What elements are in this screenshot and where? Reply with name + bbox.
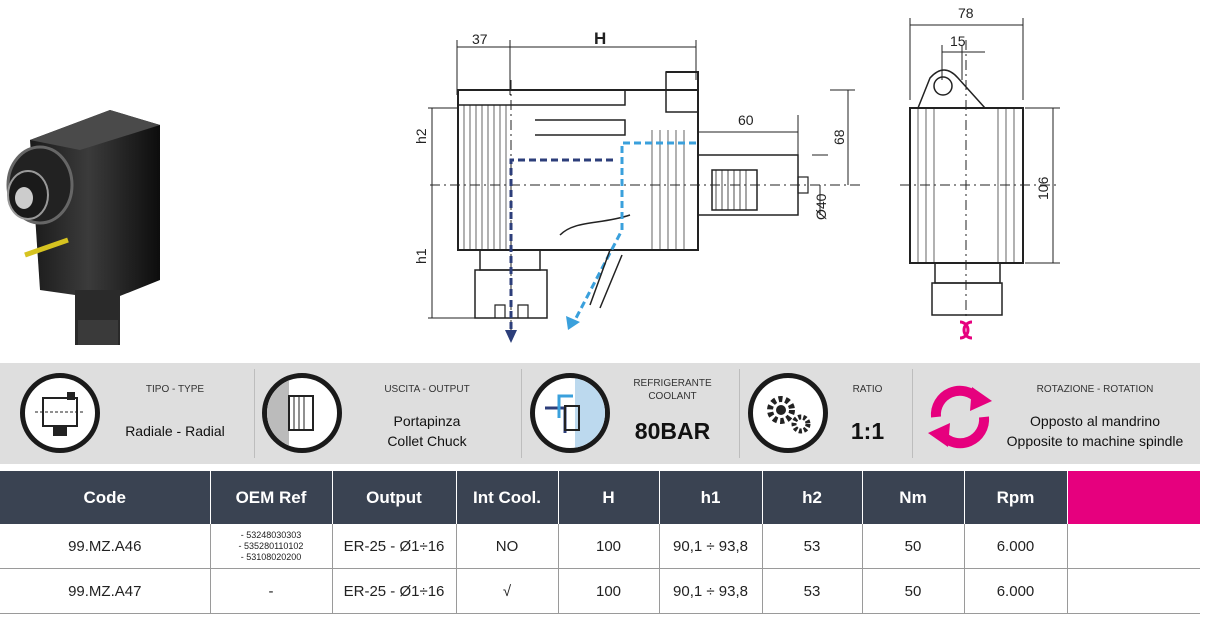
cell-rpm: 6.000 <box>964 568 1068 614</box>
cell-h2: 53 <box>762 524 863 569</box>
table-row: 99.MZ.A47 - ER-25 - Ø1÷16 √ 100 90,1 ÷ 9… <box>0 568 1200 614</box>
ratio-value: 1:1 <box>850 418 885 444</box>
cell-int-cool: NO <box>456 524 559 569</box>
spec-table: Code OEM Ref Output Int Cool. H h1 h2 Nm… <box>0 471 1200 614</box>
coolant-value: 80BAR <box>634 418 711 444</box>
cell-H: 100 <box>558 568 660 614</box>
cell-nm: 50 <box>862 524 965 569</box>
dim-68: 68 <box>831 129 847 145</box>
cell-code: 99.MZ.A47 <box>0 568 211 614</box>
oem-ref-line: - 53248030303 <box>240 529 302 540</box>
cell-h1: 90,1 ÷ 93,8 <box>659 524 763 569</box>
output-value-en: Collet Chuck <box>387 433 467 449</box>
output-value-it: Portapinza <box>393 413 461 429</box>
dim-106: 106 <box>1035 176 1051 200</box>
col-header-code: Code <box>0 471 211 524</box>
dim-h2: h2 <box>413 128 429 144</box>
col-header-h1: h1 <box>659 471 763 524</box>
side-view-drawing: 37 H 60 h2 h1 68 Ø40 <box>413 29 860 343</box>
front-view-drawing: 78 15 106 <box>900 5 1060 340</box>
col-header-int-cool: Int Cool. <box>456 471 559 524</box>
col-header-rpm: Rpm <box>964 471 1068 524</box>
dim-78: 78 <box>958 5 974 21</box>
type-heading: TIPO - TYPE <box>145 384 205 395</box>
dim-37: 37 <box>472 31 488 47</box>
cell-rpm: 6.000 <box>964 524 1068 569</box>
info-band: TIPO - TYPE Radiale - Radial USCITA - OU… <box>0 363 1200 464</box>
gears-icon <box>748 373 828 453</box>
cell-output: ER-25 - Ø1÷16 <box>332 568 457 614</box>
cell-int-cool-check: √ <box>456 568 559 614</box>
coolant-icon <box>530 373 610 453</box>
dim-H: H <box>594 29 606 48</box>
output-heading: USCITA - OUTPUT <box>384 384 470 395</box>
table-row: 99.MZ.A46 - 53248030303 - 535280110102 -… <box>0 524 1200 569</box>
col-header-oem-ref: OEM Ref <box>210 471 333 524</box>
dim-15: 15 <box>950 33 966 49</box>
col-header-nm: Nm <box>862 471 965 524</box>
cell-H: 100 <box>558 524 660 569</box>
rotation-value-en: Opposite to machine spindle <box>1006 433 1184 449</box>
dim-h1: h1 <box>413 248 429 264</box>
ratio-heading: RATIO <box>852 384 883 395</box>
cell-empty <box>1067 568 1200 614</box>
cell-h1: 90,1 ÷ 93,8 <box>659 568 763 614</box>
collet-chuck-icon <box>262 373 342 453</box>
coolant-heading-en: COOLANT <box>648 391 697 402</box>
product-photo <box>6 110 160 345</box>
radial-type-icon <box>20 373 100 453</box>
cell-h2: 53 <box>762 568 863 614</box>
rotation-arrows-icon <box>928 385 992 449</box>
col-header-h2: h2 <box>762 471 863 524</box>
col-header-output: Output <box>332 471 457 524</box>
cell-output: ER-25 - Ø1÷16 <box>332 524 457 569</box>
dim-60: 60 <box>738 112 754 128</box>
cell-nm: 50 <box>862 568 965 614</box>
coolant-heading-it: REFRIGERANTE <box>633 378 712 389</box>
rotation-heading: ROTAZIONE - ROTATION <box>1036 384 1154 395</box>
cell-code: 99.MZ.A46 <box>0 524 211 569</box>
table-header-row: Code OEM Ref Output Int Cool. H h1 h2 Nm… <box>0 471 1200 524</box>
col-header-accent <box>1067 471 1200 524</box>
dim-d40: Ø40 <box>813 193 829 220</box>
cell-oem-ref: - <box>210 568 333 614</box>
col-header-H: H <box>558 471 660 524</box>
cell-oem-ref: - 53248030303 - 535280110102 - 531080202… <box>210 524 333 569</box>
oem-ref-line: - 535280110102 <box>238 540 304 551</box>
oem-ref-line: - 53108020200 <box>240 551 302 562</box>
cell-empty <box>1067 524 1200 569</box>
type-value: Radiale - Radial <box>125 423 225 439</box>
rotation-value-it: Opposto al mandrino <box>1030 413 1160 429</box>
